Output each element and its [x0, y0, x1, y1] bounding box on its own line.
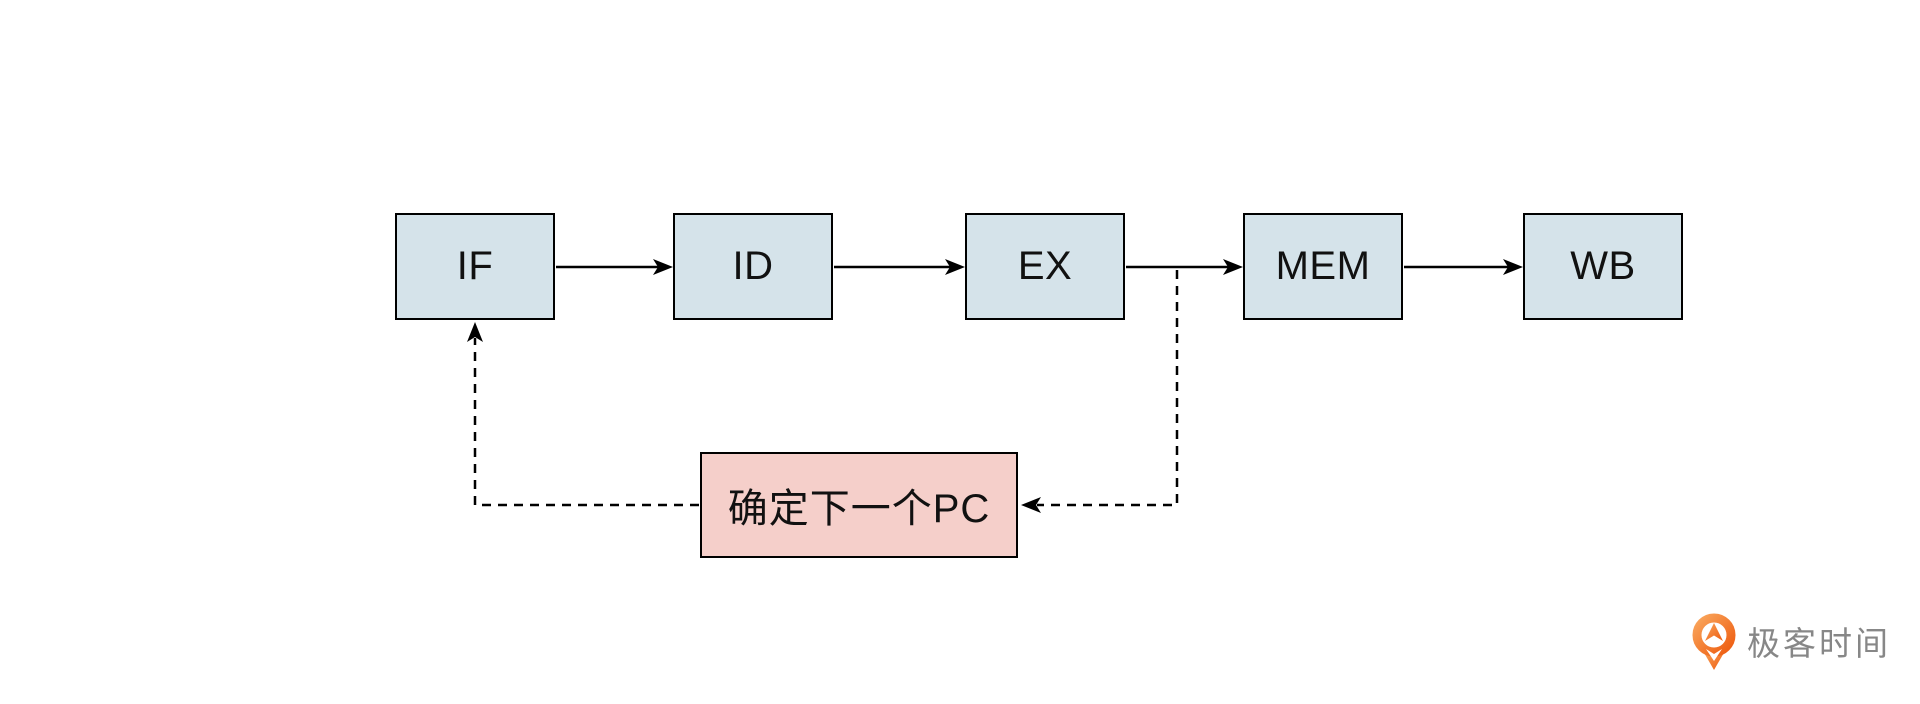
- arrow-mem-to-wb: [1404, 259, 1523, 275]
- stage-box-if: IF: [395, 213, 555, 320]
- stage-label-id: ID: [732, 244, 774, 288]
- geektime-logo-icon: [1692, 613, 1736, 670]
- arrow-id-to-ex: [834, 259, 965, 275]
- geektime-logo: 极客时间: [1690, 610, 1891, 672]
- dashed-arrow-exmem-to-feedback-box: [1021, 270, 1179, 513]
- stage-label-ex: EX: [1017, 244, 1073, 288]
- stage-label-wb: WB: [1570, 244, 1636, 288]
- next-pc-box: 确定下一个PC: [700, 452, 1018, 558]
- arrow-if-to-id: [556, 259, 673, 275]
- stage-box-id: ID: [673, 213, 833, 320]
- next-pc-label: 确定下一个PC: [727, 487, 991, 531]
- stage-box-mem: MEM: [1243, 213, 1403, 320]
- stage-box-wb: WB: [1523, 213, 1683, 320]
- stage-label-mem: MEM: [1275, 244, 1371, 288]
- geektime-logo-text: 极客时间: [1747, 625, 1891, 662]
- stage-box-ex: EX: [965, 213, 1125, 320]
- stage-label-if: IF: [456, 244, 494, 288]
- arrow-ex-to-mem: [1126, 259, 1243, 275]
- dashed-arrow-feedback-box-to-if: [467, 322, 699, 507]
